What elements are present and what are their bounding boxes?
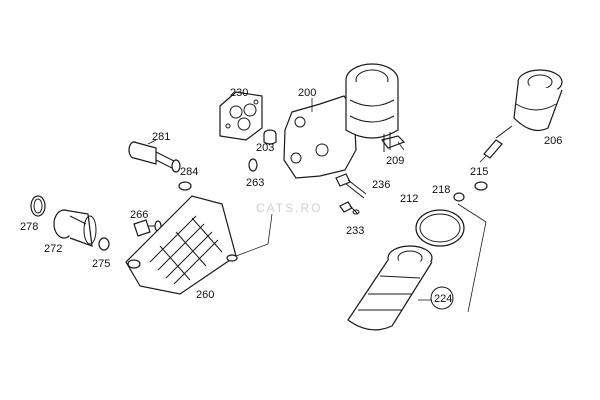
sleeve-part <box>263 129 277 145</box>
callout-284: 284 <box>180 166 198 178</box>
callout-272: 272 <box>44 243 62 255</box>
ring-278-part <box>30 195 46 217</box>
seal-ring-212-part <box>415 203 487 313</box>
callout-230: 230 <box>230 87 248 99</box>
washer-284-part <box>178 181 192 191</box>
callout-281: 281 <box>152 131 170 143</box>
callout-278: 278 <box>20 221 38 233</box>
callout-275: 275 <box>92 258 110 270</box>
watermark-text: CATS.RO <box>256 201 322 215</box>
callout-200: 200 <box>298 87 316 99</box>
ring-275-part <box>98 237 110 251</box>
callout-263: 263 <box>246 177 264 189</box>
bushing-272-part <box>53 209 97 247</box>
oil-cooler-part <box>125 195 273 295</box>
sensor-part <box>380 132 406 152</box>
callout-266: 266 <box>130 209 148 221</box>
callout-206: 206 <box>544 135 562 147</box>
o-ring-215-part <box>474 181 488 191</box>
housing-gasket-part <box>219 91 263 141</box>
callout-224: 224 <box>434 293 452 305</box>
callout-260: 260 <box>196 289 214 301</box>
small-o-ring-263-part <box>248 158 258 172</box>
filter-cap-part <box>479 69 563 163</box>
o-ring-218-part <box>453 192 465 202</box>
filter-element-part <box>347 245 454 331</box>
plug-266-part <box>133 219 162 237</box>
callout-236: 236 <box>372 179 390 191</box>
callout-203: 203 <box>256 142 274 154</box>
callout-212: 212 <box>400 193 418 205</box>
bolt-236-part <box>335 173 367 199</box>
fitting-281-part <box>128 139 181 173</box>
callout-209: 209 <box>386 155 404 167</box>
callout-215: 215 <box>470 166 488 178</box>
oil-filter-housing-part <box>283 63 399 179</box>
callout-233: 233 <box>346 225 364 237</box>
callout-218: 218 <box>432 184 450 196</box>
bolt-233-part <box>339 201 360 215</box>
